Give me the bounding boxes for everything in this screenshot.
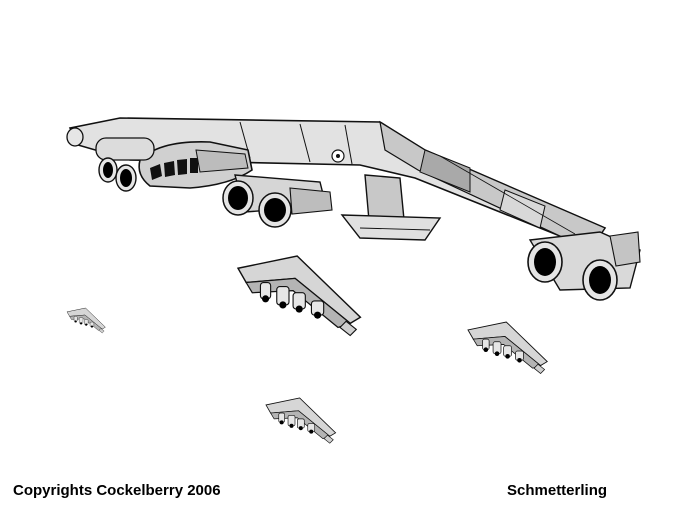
escort-craft-right — [467, 321, 548, 374]
escort-craft-large — [237, 255, 362, 337]
escort-craft-bottom — [265, 397, 337, 444]
engine-pod-center — [222, 174, 333, 228]
engine-pod-rear — [66, 127, 155, 192]
copyright-caption: Copyrights Cockelberry 2006 — [13, 482, 221, 499]
artwork-title: Schmetterling — [507, 482, 608, 499]
escort-craft-left — [66, 307, 106, 334]
cockpit-windows — [150, 158, 198, 180]
main-aircraft — [66, 117, 641, 301]
escort-formation — [66, 255, 548, 444]
engine-pod-wingtip — [527, 231, 641, 301]
